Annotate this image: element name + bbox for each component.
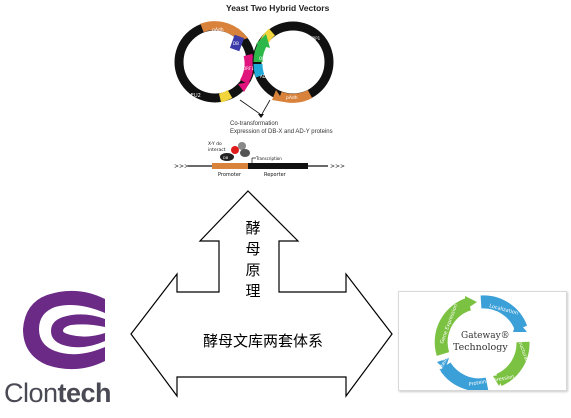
interact-label-2: interact [208, 147, 226, 153]
right-plasmid: AD ORF2 pAdh TRP1 [252, 21, 334, 103]
clontech-wordmark-light: Clon [4, 378, 58, 408]
yeast-diagram-title: Yeast Two Hybrid Vectors [226, 3, 330, 13]
left-plasmid-label-ORF1: ORF1 [243, 66, 254, 71]
caption-line-2: Expression of DB-X and AD-Y proteins [230, 129, 333, 135]
interact-label-1: X-Y do [208, 141, 222, 147]
right-plasmid-label-AD: AD [260, 74, 266, 79]
horizontal-arrow-text: 酵母文库两套体系 [202, 332, 323, 350]
protein-DB: DB [223, 156, 229, 160]
gateway-title-line1: Gateway® [461, 331, 510, 341]
left-plasmid-label-LEU2: LEU2 [188, 93, 201, 99]
vertical-char-4: 理 [245, 282, 261, 300]
right-plasmid-label-TRP1: TRP1 [309, 36, 321, 41]
yeast-two-hybrid-diagram: Yeast Two Hybrid Vectors pAdh DB ORF1 LE… [174, 3, 345, 178]
vertical-char-2: 母 [245, 240, 261, 258]
reporter-label: Reporter [264, 172, 287, 178]
clontech-wordmark: Clontech [4, 378, 112, 409]
gateway-title-line2: Technology [453, 342, 508, 353]
clontech-wordmark-bold: tech [57, 378, 112, 408]
vertical-arrow-text: 酵 母 原 理 [238, 218, 268, 302]
promoter-label: Promoter [218, 172, 242, 178]
left-plasmid-label-pAdh: pAdh [212, 27, 224, 33]
caption-line-1: Co-transformation [230, 121, 278, 127]
gateway-ring-expression: Protein Expression [468, 374, 515, 388]
right-plasmid-label-pAdh: pAdh [286, 95, 298, 101]
svg-text:>>>: >>> [330, 163, 345, 170]
gateway-technology-panel: Localization Structural Analysis Protein… [398, 291, 567, 391]
left-plasmid: pAdh DB ORF1 LEU2 [174, 21, 256, 103]
right-plasmid-label-ORF2: ORF2 [259, 56, 270, 61]
left-plasmid-label-DB: DB [233, 41, 239, 46]
clontech-logo-icon [23, 290, 105, 370]
transcription-label: Transcription [255, 156, 282, 161]
vertical-char-1: 酵 [245, 219, 261, 237]
three-way-arrow-shape [130, 190, 393, 398]
gateway-cycle-diagram: Localization Structural Analysis Protein… [434, 295, 537, 390]
svg-text:>>>: >>> [174, 163, 189, 170]
vertical-char-3: 原 [245, 261, 261, 279]
